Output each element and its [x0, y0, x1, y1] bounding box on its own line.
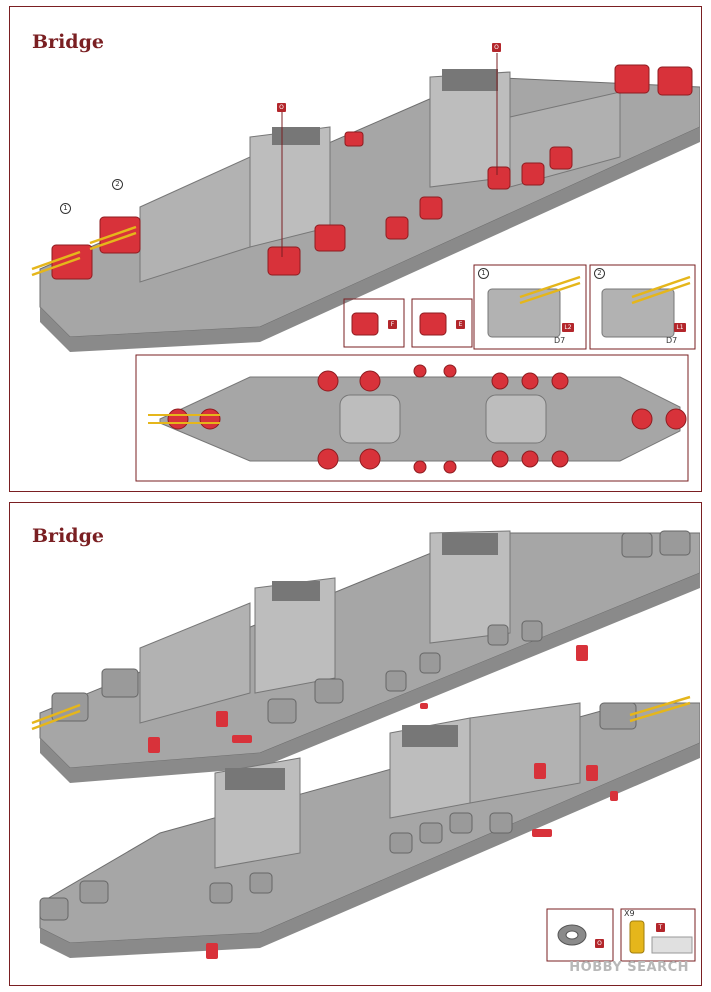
bridge-step-panel-1: Bridge	[9, 6, 702, 492]
part-tag-l2: L2	[562, 323, 574, 332]
part-tag-o: O	[595, 939, 604, 948]
ship-hull-diagram-top	[31, 53, 700, 482]
part-tag-o: O	[277, 103, 286, 112]
part-tag-t: T	[656, 923, 665, 932]
callout-turret-2: 2	[112, 179, 123, 190]
watermark: HOBBY SEARCH	[569, 960, 689, 975]
ship-hull-diagram-bottom	[31, 530, 700, 962]
section-title: Bridge	[32, 31, 104, 53]
section-title: Bridge	[32, 525, 104, 547]
part-tag-o: O	[492, 43, 501, 52]
quantity-label: X9	[624, 909, 635, 918]
part-tag-f: F	[388, 320, 397, 329]
part-tag-l1: L1	[674, 323, 686, 332]
callout-turret-1: 1	[60, 203, 71, 214]
callout-turret-1: 1	[478, 268, 489, 279]
callout-turret-2: 2	[594, 268, 605, 279]
bridge-step-panel-2: Bridge	[9, 502, 702, 986]
part-label-d7: D7	[666, 336, 678, 345]
part-tag-e: E	[456, 320, 465, 329]
part-label-d7: D7	[554, 336, 566, 345]
